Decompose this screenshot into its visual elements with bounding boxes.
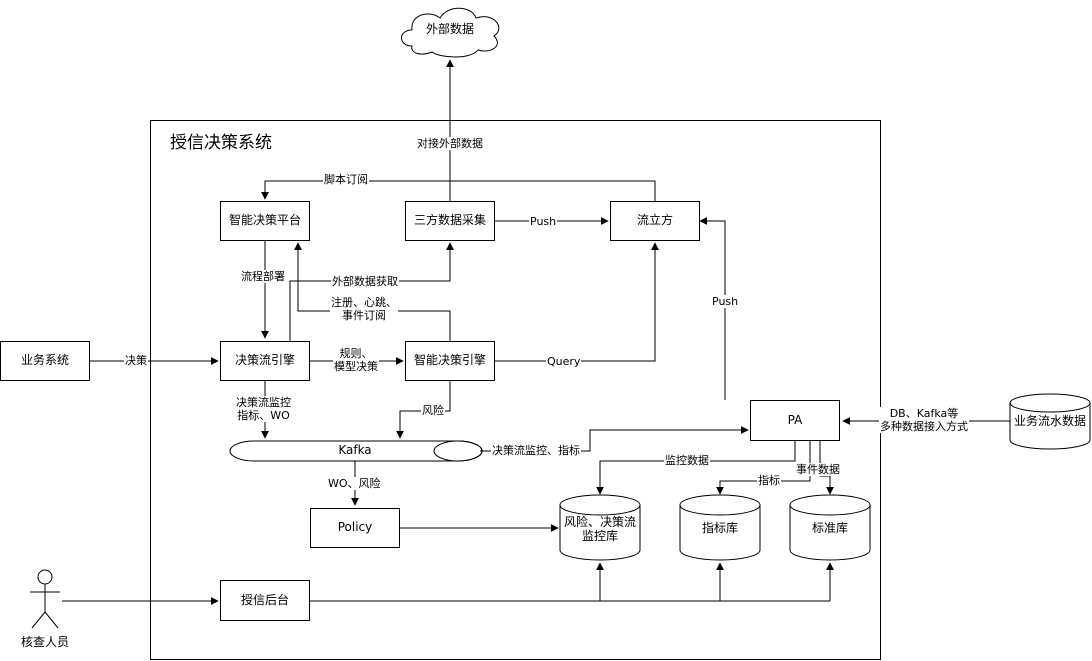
edge-label-rules: 规则、 模型决策 — [333, 347, 379, 374]
edge-label-metric: 指标 — [757, 474, 781, 488]
edge-label-kafka-to-pa: 决策流监控、指标 — [491, 444, 581, 458]
edge-label-db-kafka: DB、Kafka等 多种数据接入方式 — [879, 407, 969, 434]
edge-register — [294, 242, 451, 341]
biz-flow-db-label: 业务流水数据 — [1013, 414, 1086, 429]
policy-box[interactable]: Policy — [310, 508, 400, 548]
edge-query — [495, 242, 659, 362]
edge-label-external-connect: 对接外部数据 — [416, 137, 484, 151]
external-data-label: 外部数据 — [425, 22, 474, 37]
credit-admin-box[interactable]: 授信后台 — [220, 580, 310, 621]
external-data-cloud — [401, 7, 500, 58]
edge-external-fetch — [289, 242, 454, 341]
standard-db-cylinder — [789, 505, 871, 561]
edge-label-register: 注册、心跳、 事件订阅 — [330, 296, 398, 323]
edge-label-decision: 决策 — [124, 354, 148, 368]
biz-flow-db-top — [1009, 393, 1091, 413]
edge-label-event-data: 事件数据 — [795, 463, 841, 477]
edge-label-flow-deploy: 流程部署 — [240, 270, 286, 284]
kafka-pipe-cap — [433, 440, 483, 462]
standard-db-label: 标准库 — [811, 521, 848, 536]
edge-label-monitor-data: 监控数据 — [664, 454, 710, 468]
business-system-box[interactable]: 业务系统 — [0, 341, 90, 381]
metric-db-cylinder — [679, 505, 761, 561]
pa-box[interactable]: PA — [750, 400, 840, 441]
system-title: 授信决策系统 — [170, 133, 272, 153]
edge-label-push-top: Push — [529, 215, 558, 229]
metric-db-label: 指标库 — [701, 521, 738, 536]
metric-db-top — [679, 494, 761, 516]
edge-label-script-subscribe: 脚本订阅 — [323, 173, 369, 187]
system-boundary — [150, 120, 881, 660]
standard-db-top — [789, 494, 871, 516]
edge-label-push-pa: Push — [711, 295, 740, 309]
smart-platform-box[interactable]: 智能决策平台 — [220, 201, 310, 241]
biz-flow-db-cylinder — [1009, 403, 1091, 450]
edge-label-flow-monitor: 决策流监控 指标、WO — [235, 396, 292, 423]
third-party-box[interactable]: 三方数据采集 — [405, 201, 495, 241]
person-icon — [30, 569, 60, 629]
liulifang-box[interactable]: 流立方 — [610, 201, 700, 241]
risk-db-cylinder — [559, 505, 641, 561]
flow-engine-box[interactable]: 决策流引擎 — [220, 341, 310, 381]
smart-engine-box[interactable]: 智能决策引擎 — [405, 341, 495, 381]
risk-db-label: 风险、决策流 监控库 — [563, 515, 636, 543]
edge-script-subscribe — [261, 180, 656, 201]
kafka-label: Kafka — [338, 443, 372, 458]
edge-label-wo-risk: WO、风险 — [327, 477, 382, 491]
reviewer-label: 核查人员 — [20, 635, 69, 650]
edge-label-external-fetch: 外部数据获取 — [331, 275, 399, 289]
edge-label-risk: 风险 — [421, 404, 445, 418]
risk-db-top — [559, 494, 641, 516]
edge-label-query: Query — [546, 355, 582, 369]
edge-push-pa — [699, 217, 726, 400]
